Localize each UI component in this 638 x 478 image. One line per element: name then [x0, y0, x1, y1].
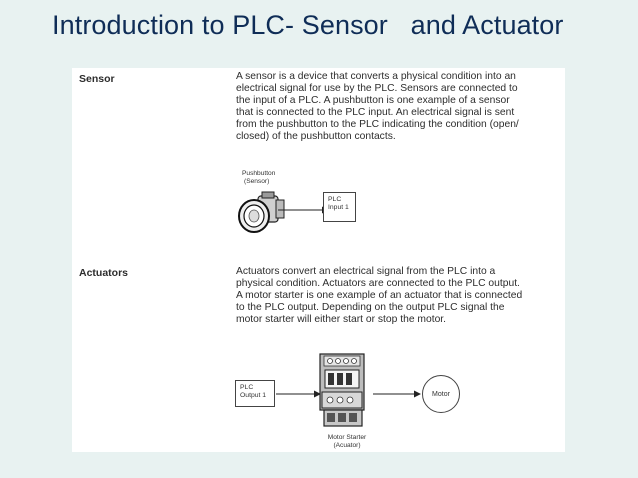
- sensor-line: A sensor is a device that converts a phy…: [236, 71, 516, 82]
- sensor-line: electrical signal for use by the PLC. Se…: [236, 83, 518, 95]
- motor-circle: Motor: [422, 375, 460, 413]
- plc-input-label: PLC: [328, 196, 342, 203]
- sensor-heading: Sensor: [79, 73, 115, 85]
- motor-starter-icon: [319, 353, 365, 427]
- sensor-description: A sensor is a device that converts a phy…: [236, 71, 519, 144]
- actuators-heading: Actuators: [79, 267, 129, 279]
- actuators-line: motor starter will either start or stop …: [236, 314, 447, 326]
- actuators-line: physical condition. Actuators are connec…: [236, 278, 520, 290]
- pushbutton-label: Pushbutton: [242, 170, 276, 177]
- plc-input-sublabel: Input 1: [328, 204, 349, 212]
- plc-output-label: PLC: [240, 384, 254, 391]
- sensor-line: from the pushbutton to the PLC indicatin…: [236, 119, 519, 131]
- motor-starter-label: Motor Starter: [327, 434, 367, 441]
- slide-title: Introduction to PLC- Sensor and Actuator: [52, 10, 564, 40]
- motor-label: Motor: [432, 390, 450, 398]
- sensor-line: that is connected to the PLC input. An e…: [236, 107, 515, 119]
- pushbutton-caption: Pushbutton (Sensor): [242, 170, 275, 186]
- plc-output-sublabel: Output 1: [240, 392, 267, 400]
- pushbutton-icon: [238, 191, 285, 233]
- actuators-line: to the PLC output. Depending on the outp…: [236, 302, 505, 314]
- content-panel: Sensor A sensor is a device that convert…: [72, 68, 565, 452]
- sensor-line: closed) of the pushbutton contacts.: [236, 131, 396, 143]
- actuators-description: Actuators convert an electrical signal f…: [236, 266, 522, 326]
- output-arrow: [276, 390, 321, 398]
- actuators-line: Actuators convert an electrical signal f…: [236, 266, 496, 277]
- plc-input-box: PLC Input 1: [323, 192, 356, 222]
- motor-arrow: [373, 390, 421, 398]
- pushbutton-sublabel: (Sensor): [244, 178, 270, 185]
- plc-output-box: PLC Output 1: [235, 380, 275, 407]
- sensor-line: the input of a PLC. A pushbutton is one …: [236, 95, 510, 107]
- motor-starter-caption: Motor Starter (Acuator): [325, 434, 369, 450]
- motor-starter-sublabel: (Acuator): [333, 442, 361, 449]
- actuators-line: A motor starter is one example of an act…: [236, 290, 523, 302]
